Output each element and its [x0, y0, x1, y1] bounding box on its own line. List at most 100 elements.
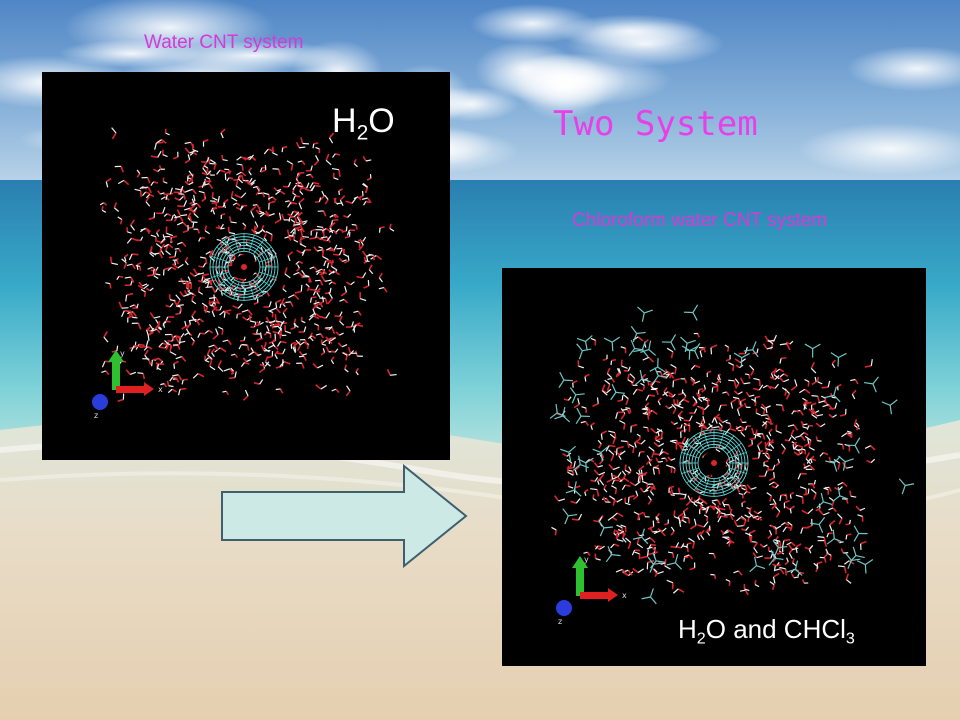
- water-molecule: [697, 521, 709, 528]
- water-molecule: [221, 154, 228, 162]
- water-molecule: [300, 316, 306, 324]
- water-molecule: [256, 320, 264, 325]
- water-molecule: [257, 192, 266, 198]
- water-molecule: [130, 311, 138, 319]
- water-molecule: [840, 548, 849, 554]
- water-molecule: [290, 322, 296, 331]
- water-molecule: [769, 581, 775, 591]
- water-molecule: [663, 387, 669, 397]
- water-molecule: [155, 228, 161, 237]
- water-molecule: [338, 188, 343, 196]
- water-molecule: [290, 219, 296, 228]
- chloroform-molecule: [743, 341, 759, 358]
- water-molecule: [705, 525, 711, 534]
- water-molecule: [801, 579, 809, 584]
- water-molecule: [803, 464, 816, 471]
- chloroform-molecule: [816, 492, 833, 509]
- chloroform-molecule: [575, 407, 591, 425]
- water-molecule: [615, 568, 628, 576]
- water-molecule: [577, 360, 585, 369]
- water-molecule: [753, 510, 762, 515]
- water-molecule: [784, 557, 789, 566]
- water-molecule: [204, 355, 210, 363]
- water-molecule: [341, 226, 348, 233]
- water-molecule: [670, 363, 677, 375]
- water-molecule: [335, 331, 344, 336]
- water-molecule: [619, 477, 630, 483]
- water-molecule: [683, 556, 689, 562]
- water-molecule: [189, 151, 198, 156]
- water-molecule: [291, 188, 297, 197]
- water-molecule: [864, 445, 876, 451]
- water-molecule: [819, 556, 827, 563]
- water-molecule: [762, 343, 773, 350]
- water-molecule: [312, 303, 319, 316]
- water-molecule: [137, 284, 150, 290]
- water-molecule: [641, 408, 650, 417]
- water-molecule: [815, 422, 826, 428]
- water-molecule: [326, 261, 334, 269]
- water-molecules-visualization: [99, 127, 397, 403]
- water-molecule: [252, 204, 260, 209]
- water-molecule: [267, 344, 279, 351]
- water-molecule: [780, 521, 790, 526]
- water-molecule: [178, 193, 186, 200]
- water-molecule: [632, 490, 639, 500]
- water-molecule: [303, 274, 311, 283]
- water-molecule: [162, 149, 168, 158]
- water-molecule: [754, 579, 760, 588]
- water-molecule: [298, 197, 305, 210]
- water-molecule: [815, 503, 821, 512]
- water-molecule: [141, 186, 153, 194]
- water-molecule: [600, 430, 608, 440]
- water-molecule: [698, 424, 708, 429]
- water-molecule: [647, 495, 652, 505]
- water-molecule: [215, 305, 223, 311]
- water-molecule: [781, 387, 788, 396]
- water-molecule: [160, 196, 170, 201]
- water-molecule: [105, 282, 112, 289]
- water-molecule: [287, 201, 298, 208]
- water-molecule: [642, 407, 652, 413]
- water-molecule: [309, 296, 317, 303]
- water-molecule: [844, 560, 855, 565]
- water-molecule: [260, 344, 271, 352]
- water-molecule: [775, 506, 781, 518]
- water-molecule: [347, 346, 357, 354]
- water-molecule: [734, 378, 740, 389]
- water-molecule: [201, 274, 211, 281]
- water-molecule: [699, 529, 705, 541]
- caption-chloroform-water-cnt-system: Chloroform water CNT system: [572, 210, 828, 231]
- water-molecule: [849, 490, 857, 498]
- water-molecule: [165, 226, 174, 237]
- water-molecule: [744, 514, 750, 523]
- water-molecule: [584, 373, 590, 382]
- water-molecule: [268, 200, 276, 210]
- water-molecule: [224, 168, 231, 175]
- water-molecule: [198, 262, 207, 268]
- water-molecule: [734, 358, 746, 364]
- water-molecule: [812, 409, 824, 417]
- water-molecule: [740, 483, 746, 491]
- water-molecule: [208, 294, 216, 305]
- water-molecule: [759, 543, 768, 548]
- chloroform-molecule: [863, 376, 879, 393]
- water-molecule: [240, 336, 246, 342]
- water-molecule: [330, 356, 335, 365]
- water-molecule: [665, 405, 673, 410]
- water-molecule: [801, 508, 814, 515]
- water-molecule: [690, 497, 696, 505]
- water-molecule: [608, 449, 615, 462]
- chloroform-molecule: [605, 546, 621, 563]
- water-molecule: [157, 190, 165, 195]
- water-molecule: [639, 487, 649, 493]
- water-molecule: [174, 215, 184, 222]
- water-molecule: [780, 443, 787, 455]
- water-molecule: [837, 513, 843, 525]
- water-molecule: [611, 479, 620, 485]
- water-molecule: [783, 500, 790, 509]
- water-molecule: [378, 286, 388, 293]
- water-molecule: [775, 368, 785, 373]
- water-molecule: [686, 542, 692, 549]
- water-molecule: [184, 256, 189, 266]
